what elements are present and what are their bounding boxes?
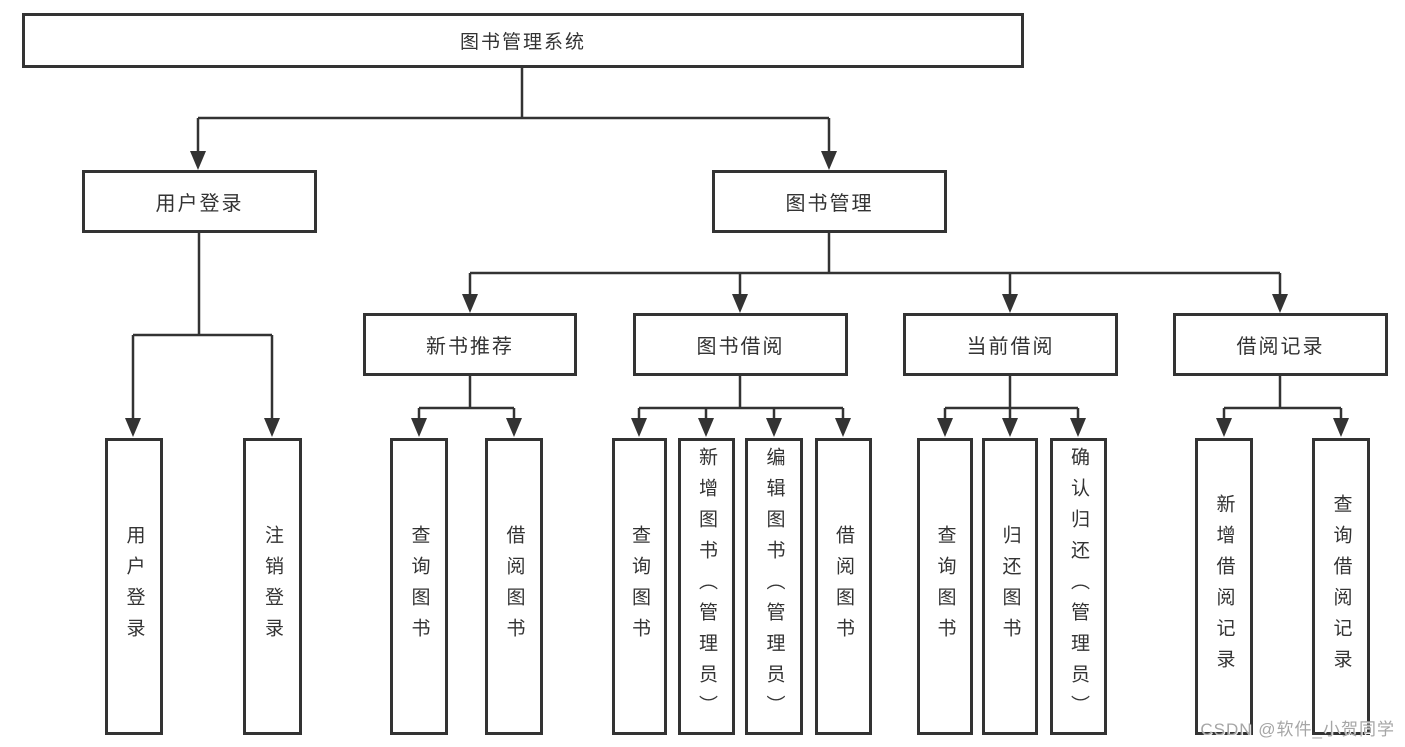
leaf-query-books-borrow: 查询图书 — [612, 438, 667, 735]
node-new-book-recommendation-label: 新书推荐 — [426, 336, 514, 358]
node-book-borrowing: 图书借阅 — [633, 313, 848, 376]
leaf-user-login-label: 用户登录 — [123, 524, 145, 649]
leaf-user-login: 用户登录 — [105, 438, 163, 735]
leaf-add-borrow-record: 新增借阅记录 — [1195, 438, 1253, 735]
leaf-query-borrow-record-label: 查询借阅记录 — [1330, 493, 1352, 680]
leaf-query-books-recommend: 查询图书 — [390, 438, 448, 735]
leaf-return-books-label: 归还图书 — [999, 524, 1021, 649]
node-user-login-label: 用户登录 — [155, 193, 244, 215]
leaf-borrow-books-recommend-label: 借阅图书 — [503, 524, 525, 649]
node-borrowing-records-label: 借阅记录 — [1236, 336, 1325, 358]
leaf-logout-label: 注销登录 — [262, 524, 283, 649]
node-library-management-system-label: 图书管理系统 — [459, 32, 586, 53]
leaf-query-books-borrow-label: 查询图书 — [629, 524, 650, 649]
leaf-query-borrow-record: 查询借阅记录 — [1312, 438, 1370, 735]
leaf-query-books-recommend-label: 查询图书 — [408, 524, 430, 649]
leaf-query-books-current-label: 查询图书 — [934, 524, 956, 649]
node-user-login: 用户登录 — [82, 170, 317, 233]
leaf-add-book-admin-label: 新增图书（管理员） — [696, 447, 717, 726]
node-book-management-label: 图书管理 — [785, 193, 874, 215]
node-current-borrowing-label: 当前借阅 — [966, 336, 1055, 358]
node-current-borrowing: 当前借阅 — [903, 313, 1118, 376]
leaf-edit-book-admin-label: 编辑图书（管理员） — [763, 447, 785, 726]
leaf-edit-book-admin: 编辑图书（管理员） — [745, 438, 803, 735]
node-book-management: 图书管理 — [712, 170, 947, 233]
leaf-query-books-current: 查询图书 — [917, 438, 973, 735]
leaf-borrow-books: 借阅图书 — [815, 438, 872, 735]
node-borrowing-records: 借阅记录 — [1173, 313, 1388, 376]
leaf-confirm-return-admin: 确认归还（管理员） — [1050, 438, 1107, 735]
leaf-add-borrow-record-label: 新增借阅记录 — [1213, 493, 1235, 680]
leaf-borrow-books-label: 借阅图书 — [833, 524, 854, 649]
leaf-borrow-books-recommend: 借阅图书 — [485, 438, 543, 735]
node-book-borrowing-label: 图书借阅 — [696, 336, 785, 358]
node-new-book-recommendation: 新书推荐 — [363, 313, 577, 376]
leaf-logout: 注销登录 — [243, 438, 302, 735]
csdn-watermark: CSDN @软件_小贺同学 — [1200, 720, 1395, 739]
leaf-return-books: 归还图书 — [982, 438, 1038, 735]
leaf-add-book-admin: 新增图书（管理员） — [678, 438, 735, 735]
node-library-management-system: 图书管理系统 — [22, 13, 1024, 68]
leaf-confirm-return-admin-label: 确认归还（管理员） — [1068, 447, 1089, 726]
